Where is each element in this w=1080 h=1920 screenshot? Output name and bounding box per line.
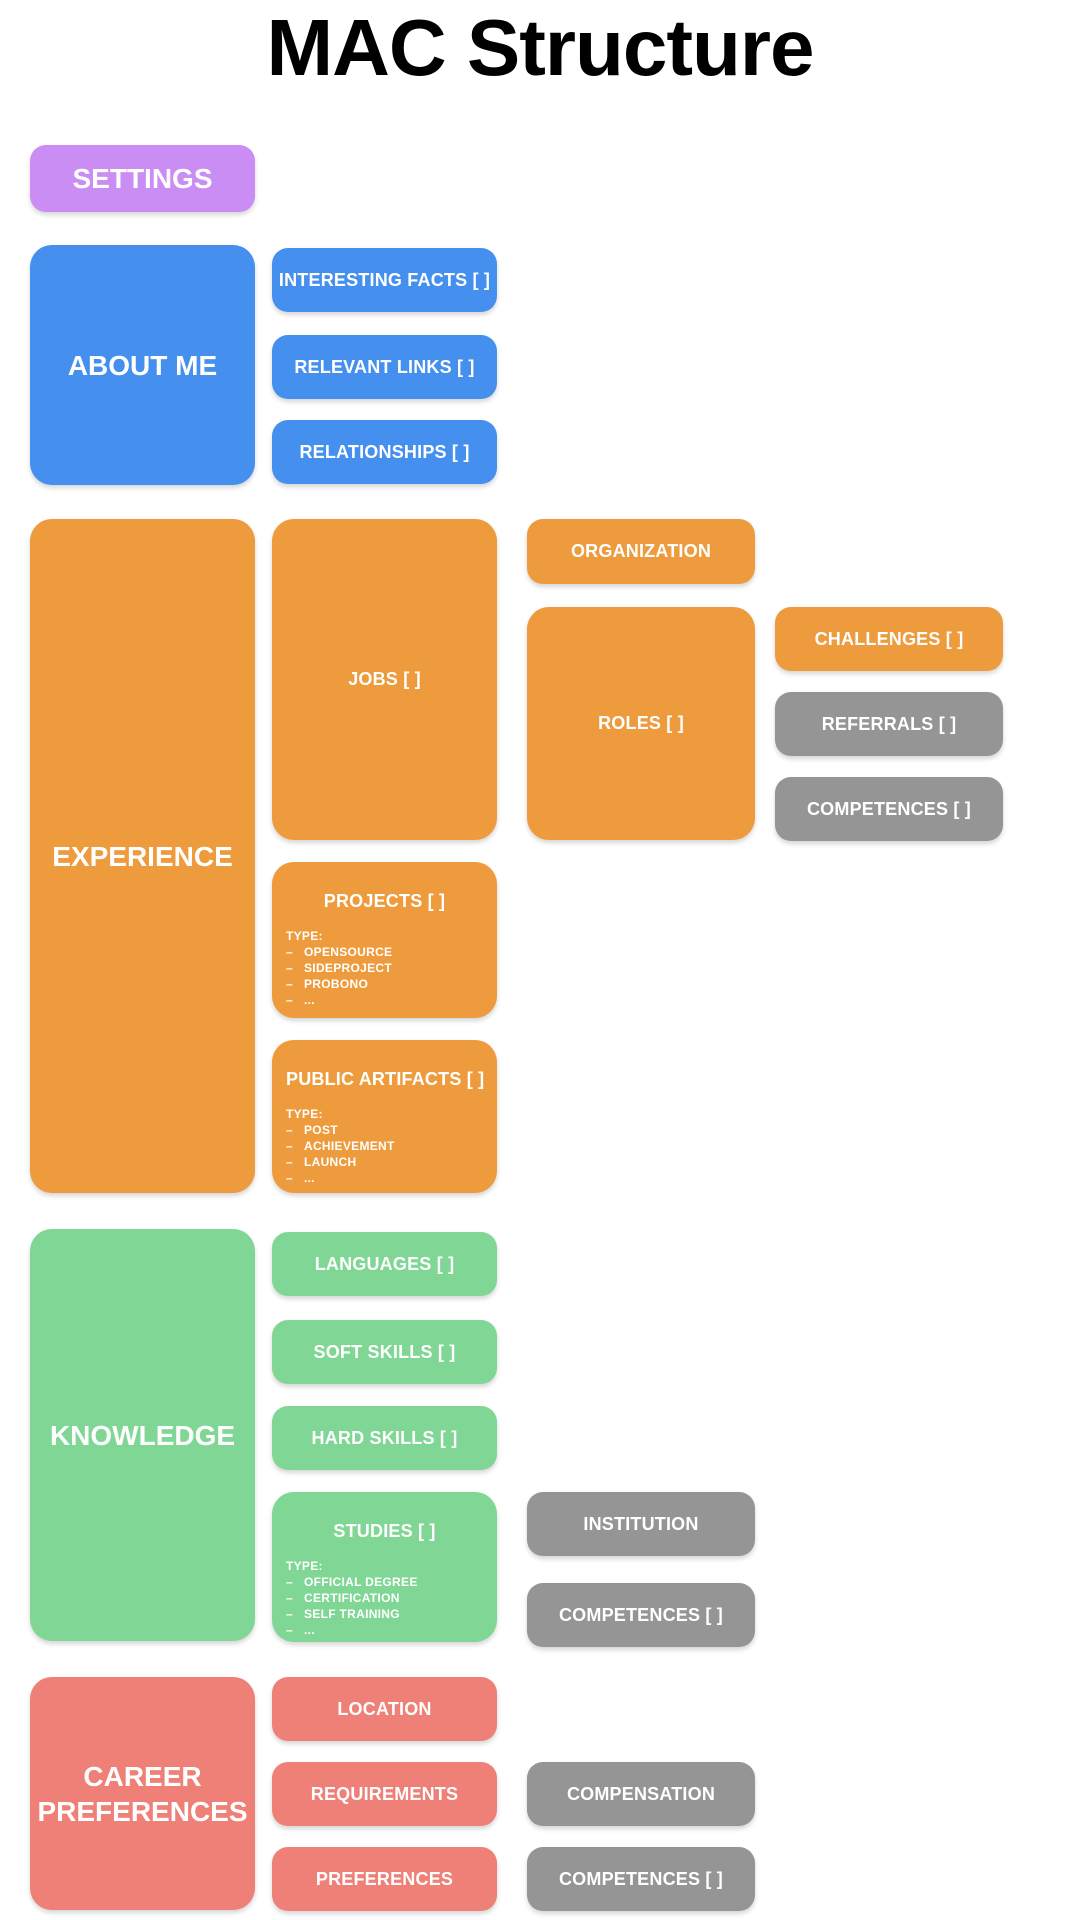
node-relationships-label: RELATIONSHIPS [ ] (299, 441, 470, 462)
node-career-preferences-label: CAREER PREFERENCES (37, 1760, 248, 1827)
node-hard-skills[interactable]: HARD SKILLS [ ] (272, 1406, 497, 1470)
type-item: – ... (286, 992, 483, 1008)
node-requirements-label: REQUIREMENTS (310, 1783, 459, 1804)
node-settings[interactable]: SETTINGS (30, 145, 255, 212)
node-languages-label: LANGUAGES [ ] (314, 1253, 455, 1274)
dash-bullet: – (286, 1607, 293, 1621)
dash-bullet: – (286, 1171, 293, 1185)
node-organization[interactable]: ORGANIZATION (527, 519, 755, 584)
type-item-text: PROBONO (304, 977, 369, 991)
node-organization-label: ORGANIZATION (570, 541, 712, 561)
node-institution-label: INSTITUTION (583, 1513, 699, 1534)
dash-bullet: – (286, 945, 293, 959)
studies-type-list: TYPE: – OFFICIAL DEGREE – CERTIFICATION … (286, 1558, 483, 1638)
type-item: – LAUNCH (286, 1154, 483, 1170)
node-about-me-label: ABOUT ME (67, 349, 218, 381)
node-studies-label: STUDIES [ ] (333, 1521, 436, 1541)
node-roles-label: ROLES [ ] (598, 713, 684, 733)
node-competences-experience[interactable]: COMPETENCES [ ] (775, 777, 1003, 841)
type-item: – ... (286, 1622, 483, 1638)
type-item-text: ... (304, 1171, 315, 1185)
node-languages[interactable]: LANGUAGES [ ] (272, 1232, 497, 1296)
node-institution[interactable]: INSTITUTION (527, 1492, 755, 1556)
node-competences-career-label: COMPETENCES [ ] (558, 1868, 723, 1889)
node-projects-label: PROJECTS [ ] (323, 891, 446, 911)
node-location[interactable]: LOCATION (272, 1677, 497, 1741)
node-public-artifacts[interactable]: PUBLIC ARTIFACTS [ ] TYPE: – POST – ACHI… (272, 1040, 497, 1193)
node-location-label: LOCATION (337, 1698, 432, 1719)
dash-bullet: – (286, 1623, 293, 1637)
projects-type-list: TYPE: – OPENSOURCE – SIDEPROJECT – PROBO… (286, 928, 483, 1008)
type-item-text: SELF TRAINING (304, 1607, 400, 1621)
public-artifacts-type-list: TYPE: – POST – ACHIEVEMENT – LAUNCH – ..… (286, 1106, 483, 1186)
type-item-text: OPENSOURCE (304, 945, 393, 959)
node-interesting-facts-label: INTERESTING FACTS [ ] (278, 269, 491, 290)
type-heading: TYPE: (286, 1559, 323, 1573)
node-requirements[interactable]: REQUIREMENTS (272, 1762, 497, 1826)
dash-bullet: – (286, 1139, 293, 1153)
node-relationships[interactable]: RELATIONSHIPS [ ] (272, 420, 497, 484)
node-roles[interactable]: ROLES [ ] (527, 607, 755, 840)
node-hard-skills-label: HARD SKILLS [ ] (311, 1427, 458, 1448)
type-item: – PROBONO (286, 976, 483, 992)
dash-bullet: – (286, 977, 293, 991)
node-settings-label: SETTINGS (72, 163, 213, 194)
node-jobs-label: JOBS [ ] (348, 669, 421, 689)
node-compensation-label: COMPENSATION (566, 1783, 716, 1804)
type-item-text: ... (304, 993, 315, 1007)
node-referrals[interactable]: REFERRALS [ ] (775, 692, 1003, 756)
type-item-text: ACHIEVEMENT (304, 1139, 395, 1153)
node-interesting-facts[interactable]: INTERESTING FACTS [ ] (272, 248, 497, 312)
type-item-text: LAUNCH (304, 1155, 357, 1169)
node-compensation[interactable]: COMPENSATION (527, 1762, 755, 1826)
node-soft-skills[interactable]: SOFT SKILLS [ ] (272, 1320, 497, 1384)
node-career-preferences[interactable]: CAREER PREFERENCES (30, 1677, 255, 1910)
type-item: – OPENSOURCE (286, 944, 483, 960)
type-item-text: CERTIFICATION (304, 1591, 400, 1605)
dash-bullet: – (286, 1591, 293, 1605)
type-item: – OFFICIAL DEGREE (286, 1574, 483, 1590)
type-item-text: SIDEPROJECT (304, 961, 392, 975)
type-item: – ACHIEVEMENT (286, 1138, 483, 1154)
node-experience-label: EXPERIENCE (52, 840, 233, 872)
node-referrals-label: REFERRALS [ ] (821, 713, 957, 734)
node-preferences-label: PREFERENCES (315, 1868, 454, 1889)
dash-bullet: – (286, 1155, 293, 1169)
node-experience[interactable]: EXPERIENCE (30, 519, 255, 1193)
dash-bullet: – (286, 993, 293, 1007)
dash-bullet: – (286, 1123, 293, 1137)
type-item-text: OFFICIAL DEGREE (304, 1575, 418, 1589)
type-heading: TYPE: (286, 1107, 323, 1121)
node-relevant-links-label: RELEVANT LINKS [ ] (294, 356, 475, 377)
type-item: – SIDEPROJECT (286, 960, 483, 976)
node-knowledge-label: KNOWLEDGE (49, 1419, 236, 1451)
node-preferences[interactable]: PREFERENCES (272, 1847, 497, 1911)
dash-bullet: – (286, 1575, 293, 1589)
node-soft-skills-label: SOFT SKILLS [ ] (313, 1341, 456, 1362)
node-competences-experience-label: COMPETENCES [ ] (806, 798, 971, 819)
type-item: – POST (286, 1122, 483, 1138)
type-item: – CERTIFICATION (286, 1590, 483, 1606)
node-challenges[interactable]: CHALLENGES [ ] (775, 607, 1003, 671)
page-title: MAC Structure (266, 3, 814, 92)
node-knowledge[interactable]: KNOWLEDGE (30, 1229, 255, 1641)
node-studies[interactable]: STUDIES [ ] TYPE: – OFFICIAL DEGREE – CE… (272, 1492, 497, 1642)
type-item-text: ... (304, 1623, 315, 1637)
type-item-text: POST (304, 1123, 338, 1137)
node-jobs[interactable]: JOBS [ ] (272, 519, 497, 840)
node-competences-studies-label: COMPETENCES [ ] (558, 1604, 723, 1625)
node-about-me[interactable]: ABOUT ME (30, 245, 255, 485)
node-projects[interactable]: PROJECTS [ ] TYPE: – OPENSOURCE – SIDEPR… (272, 862, 497, 1018)
type-item: – ... (286, 1170, 483, 1186)
type-item: – SELF TRAINING (286, 1606, 483, 1622)
node-relevant-links[interactable]: RELEVANT LINKS [ ] (272, 335, 497, 399)
node-competences-studies[interactable]: COMPETENCES [ ] (527, 1583, 755, 1647)
type-heading: TYPE: (286, 929, 323, 943)
node-competences-career[interactable]: COMPETENCES [ ] (527, 1847, 755, 1911)
node-challenges-label: CHALLENGES [ ] (814, 628, 964, 649)
node-public-artifacts-label: PUBLIC ARTIFACTS [ ] (286, 1069, 485, 1089)
dash-bullet: – (286, 961, 293, 975)
